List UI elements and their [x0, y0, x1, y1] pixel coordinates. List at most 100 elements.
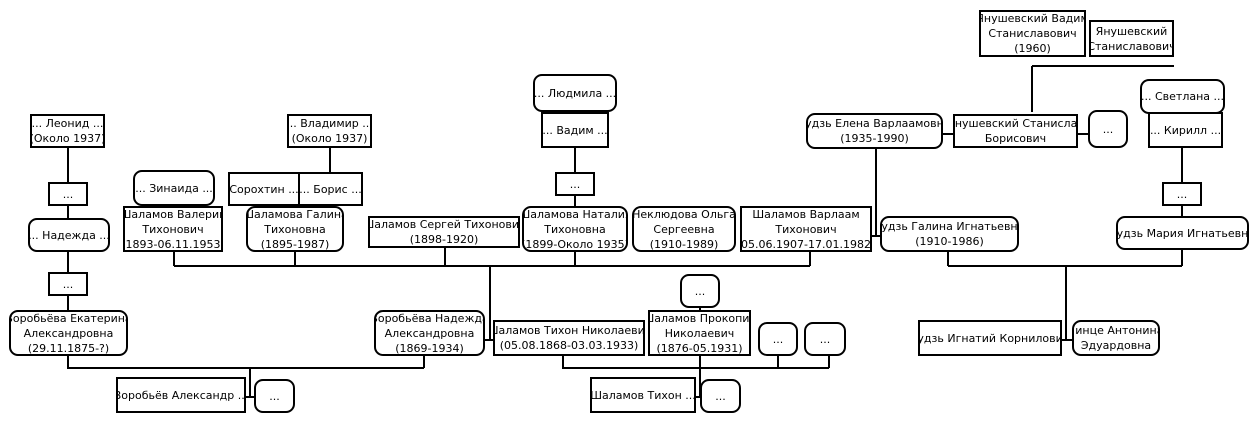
person-name: ... — [772, 332, 784, 346]
person-name: ... — [1102, 122, 1114, 136]
person-name: ... — [694, 284, 706, 298]
person-name: Воробьёва Екатерина — [9, 311, 128, 325]
connector — [67, 356, 424, 369]
person-dates: (1876-05.1931) — [656, 341, 743, 355]
person-name: Шаламова Наталия — [522, 207, 628, 221]
person-dates: (1910-1986) — [915, 235, 984, 248]
person-prokopiy-parent[interactable]: ... — [680, 274, 720, 308]
person-name: ... — [62, 187, 74, 201]
person-name: Шаламова Галина — [246, 207, 344, 221]
person-name: Гудзь Мария Игнатьевна — [1116, 226, 1249, 240]
person-svetlana[interactable]: ... Светлана ... — [1140, 79, 1225, 114]
person-vladimir[interactable]: ... Владимир ... (Около 1937) — [287, 114, 372, 148]
person-name-2: Тихонович — [142, 222, 204, 236]
person-dates: (1910-1989) — [649, 237, 719, 251]
person-name: Шаламов Тихон Николаевич — [493, 324, 645, 337]
person-nadezhda-vorobyova[interactable]: Воробьёва Надежда Александровна (1869-19… — [374, 310, 485, 356]
person-dates: (1935-1990) — [840, 132, 909, 145]
person-tikhon-sibling-2[interactable]: ... — [804, 322, 846, 356]
person-dates: (05.08.1868-03.03.1933) — [499, 339, 639, 352]
person-name: ... — [269, 389, 280, 403]
person-name: ... Людмила ... — [533, 86, 617, 100]
person-ekaterina-parent[interactable]: ... — [48, 272, 88, 296]
person-tikhon-sibling-1[interactable]: ... — [758, 322, 798, 356]
person-name: Воробьёв Александр ... — [116, 388, 246, 402]
person-unknown-yan-wife[interactable]: ... — [1088, 110, 1128, 148]
person-yanushevsky-vadim[interactable]: Янушевский Вадим Станиславович (1960) — [979, 10, 1086, 57]
person-valeriy[interactable]: Шаламов Валерий Тихонович (1893-06.11.19… — [123, 206, 223, 252]
person-ignatiy[interactable]: Гудзь Игнатий Корнилович — [918, 320, 1062, 356]
person-dates: (29.11.1875-?) — [27, 341, 110, 355]
person-prokopiy[interactable]: Шаламов Прокопий Николаевич (1876-05.193… — [648, 310, 751, 356]
person-galina-shalamova[interactable]: Шаламова Галина Тихоновна (1895-1987) — [246, 206, 344, 252]
person-name: ... Светлана ... — [1141, 90, 1225, 103]
person-name: ... — [819, 332, 831, 346]
person-name: ... Борис ... — [299, 182, 362, 196]
person-name-2: Александровна — [23, 326, 114, 340]
person-shalamov-tikhon-senior[interactable]: Шаламов Тихон ... — [590, 377, 696, 413]
connector — [562, 356, 829, 369]
person-dates: (Около 1937) — [291, 132, 368, 145]
person-tikhon[interactable]: Шаламов Тихон Николаевич (05.08.1868-03.… — [493, 320, 645, 356]
person-name: ... Владимир ... — [287, 117, 372, 130]
person-boris[interactable]: ... Борис ... — [298, 172, 363, 206]
person-name: ... Вадим ... — [542, 123, 608, 137]
person-name: Шаламов Варлаам — [752, 207, 860, 221]
person-name: ... Леонид ... — [31, 117, 104, 130]
person-name-2: Николаевич — [664, 326, 735, 340]
person-olga[interactable]: Неклюдова Ольга Сергеевна (1910-1989) — [632, 206, 736, 252]
person-name-2: Борисович — [984, 132, 1047, 145]
person-name: ... — [569, 177, 581, 191]
person-name: Гинце Антонина — [1072, 324, 1160, 337]
person-name: Шаламов Тихон ... — [590, 388, 696, 402]
person-name: Воробьёва Надежда — [374, 311, 485, 325]
person-varlaam[interactable]: Шаламов Варлаам Тихонович (05.06.1907-17… — [740, 206, 872, 252]
person-dates: (1869-1934) — [395, 341, 464, 355]
person-name: Гудзь Игнатий Корнилович — [918, 331, 1062, 345]
person-vorobyov-wife[interactable]: ... — [254, 379, 295, 413]
person-lyudmila[interactable]: ... Людмила ... — [533, 74, 617, 112]
person-kirill[interactable]: ... Кирилл ... — [1148, 112, 1223, 148]
person-zinaida[interactable]: ... Зинаида ... — [133, 170, 215, 206]
person-name-2: Тихонович — [775, 222, 837, 236]
person-leonid-parent[interactable]: ... — [48, 182, 88, 206]
person-name: ... Зинаида ... — [135, 181, 213, 195]
person-name-2: Сергеевна — [653, 222, 715, 236]
person-dates: (1898-1920) — [409, 233, 479, 246]
person-maria-gudz[interactable]: Гудзь Мария Игнатьевна — [1116, 216, 1249, 250]
person-yanushevsky-stanislav[interactable]: Янушевский Станислав Борисович — [953, 114, 1078, 148]
person-ekaterina[interactable]: Воробьёва Екатерина Александровна (29.11… — [9, 310, 128, 356]
person-vadim[interactable]: ... Вадим ... — [541, 112, 609, 148]
person-nadezhda[interactable]: ... Надежда ... — [28, 218, 110, 252]
person-name-2: Тихоновна — [264, 222, 326, 236]
person-name: ... — [715, 389, 726, 403]
person-sergey[interactable]: Шаламов Сергей Тихонович (1898-1920) — [368, 216, 520, 248]
person-name: ... — [62, 277, 74, 291]
person-kirill-child[interactable]: ... — [1162, 182, 1202, 206]
person-name: ... Кирилл ... — [1149, 123, 1222, 137]
person-name: Неклюдова Ольга — [632, 207, 736, 221]
person-ginte[interactable]: Гинце Антонина Эдуардовна — [1072, 320, 1160, 356]
person-shalamov-tikhon-senior-wife[interactable]: ... — [700, 379, 741, 413]
person-name-2: Александровна — [384, 326, 475, 340]
person-natalia-parent[interactable]: ... — [555, 172, 595, 196]
person-name: Гудзь Галина Игнатьевна — [880, 220, 1019, 233]
person-name-2: Станиславович — [988, 27, 1077, 40]
person-galina-gudz[interactable]: Гудзь Галина Игнатьевна (1910-1986) — [880, 216, 1019, 252]
person-gudz-elena[interactable]: Гудзь Елена Варлаамовна (1935-1990) — [806, 113, 943, 149]
person-dates: (1893-06.11.1953) — [123, 237, 223, 251]
person-sorokhtin[interactable]: Сорохтин ... — [228, 172, 300, 206]
person-leonid[interactable]: ... Леонид ... (Около 1937) — [30, 114, 105, 148]
person-name: Янушевский Станислав — [953, 117, 1078, 130]
person-vorobyov-alexander[interactable]: Воробьёв Александр ... — [116, 377, 246, 413]
person-dates: (1895-1987) — [260, 237, 330, 251]
person-name-2: Тихоновна — [544, 222, 606, 236]
person-name-2: Станиславович — [1089, 39, 1174, 53]
person-dates: (1960) — [1014, 42, 1051, 55]
person-yanushevsky-2[interactable]: Янушевский Станиславович — [1089, 20, 1174, 57]
person-dates: (1899-Около 1935) — [522, 237, 628, 251]
person-name: Сорохтин ... — [229, 182, 299, 196]
person-dates: (Около 1937) — [30, 132, 105, 145]
person-natalia[interactable]: Шаламова Наталия Тихоновна (1899-Около 1… — [522, 206, 628, 252]
